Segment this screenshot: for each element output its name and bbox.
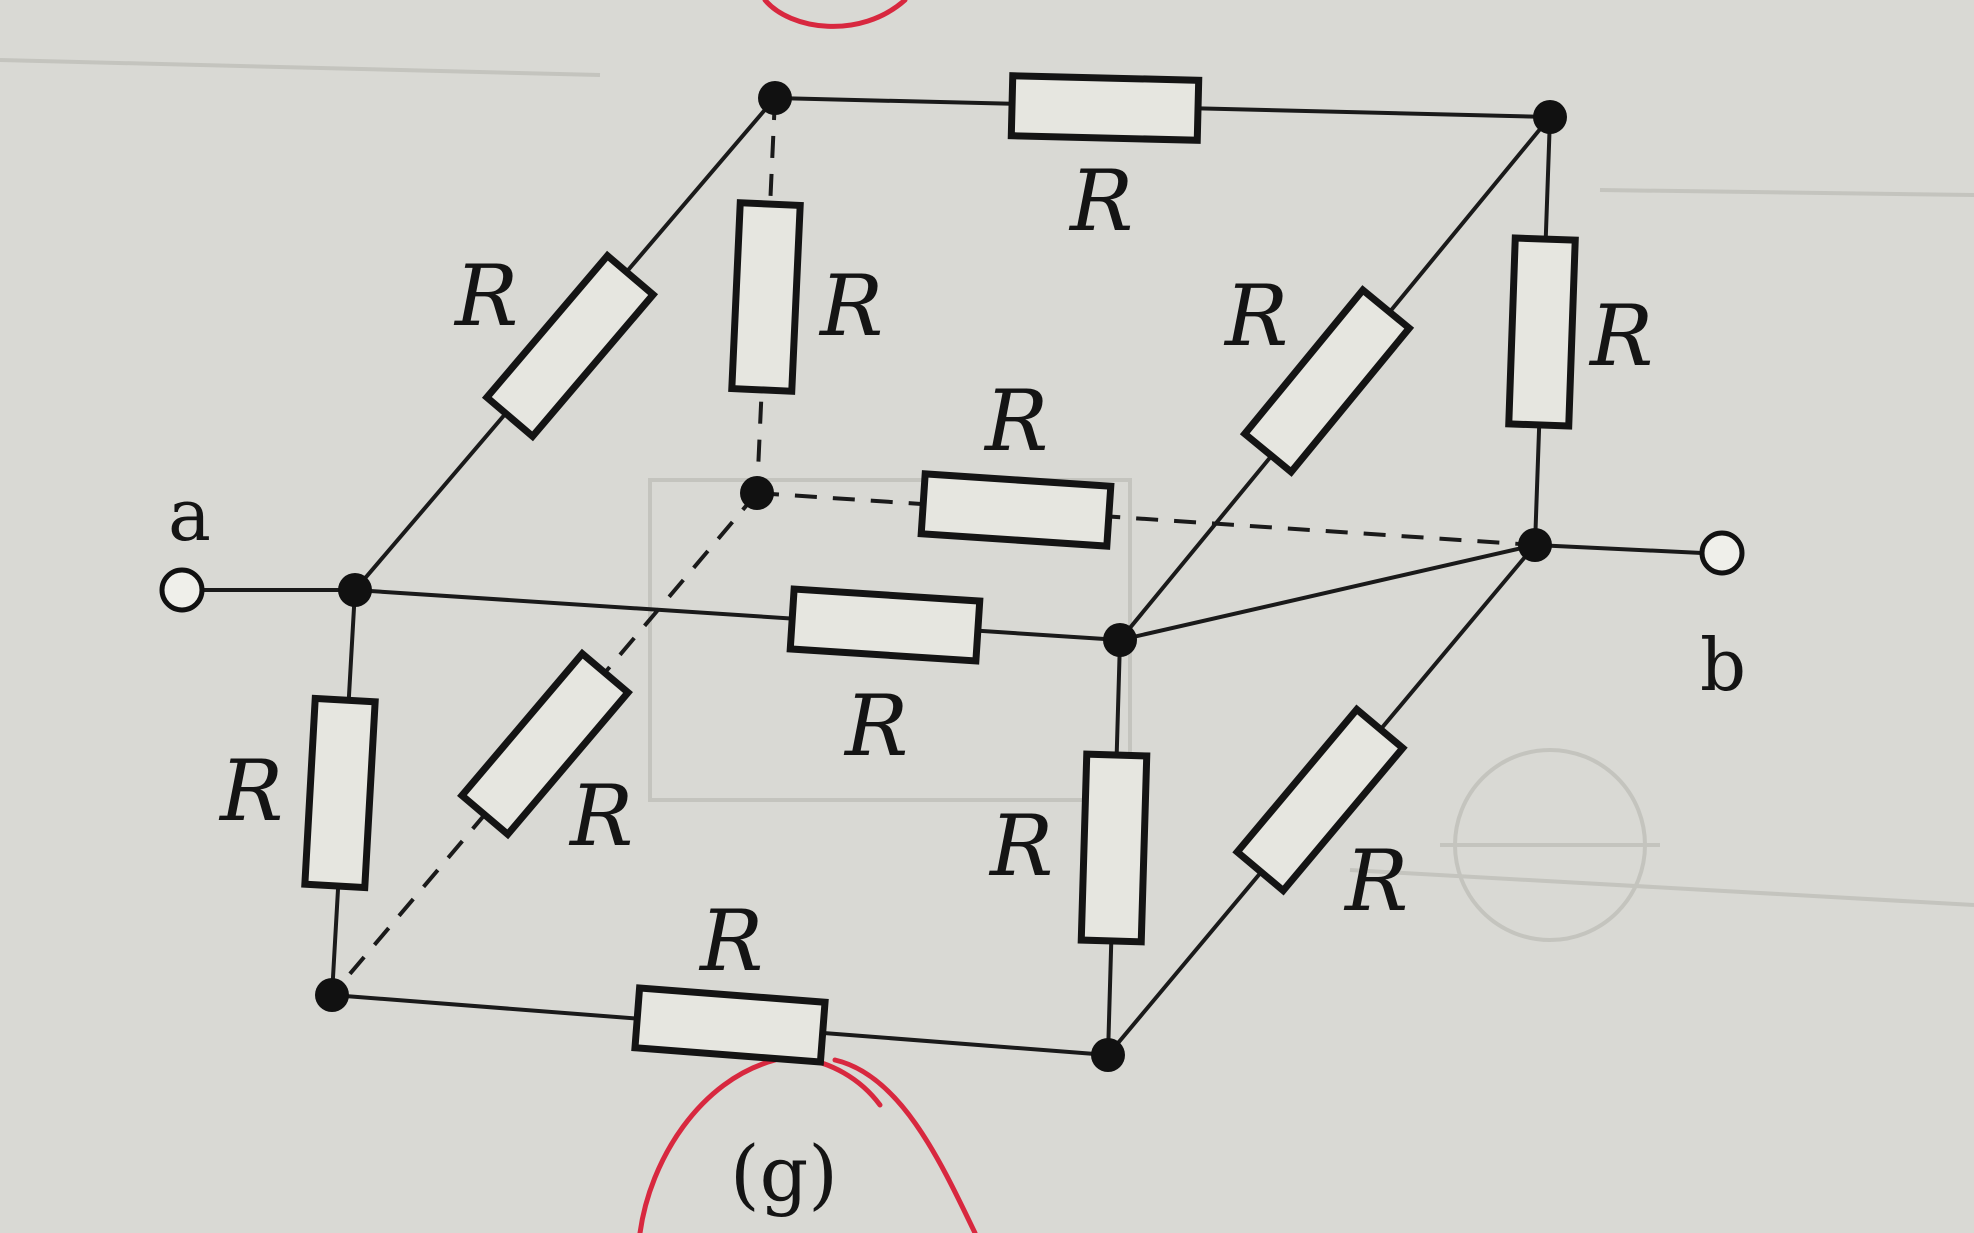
- junction-nodes: [315, 81, 1567, 1072]
- figure-caption: (g): [730, 1129, 838, 1218]
- resistor-top-back: [1007, 72, 1203, 144]
- resistor-label-front-left-vertical: R: [218, 742, 283, 840]
- resistor-label-bottom-left-diagonal: R: [568, 767, 633, 865]
- terminal-a-circle: [159, 567, 205, 613]
- resistor-front-left-vertical: [301, 694, 379, 892]
- resistor-label-top-back: R: [1068, 152, 1133, 250]
- resistor-label-bottom-right-diagonal: R: [1343, 832, 1408, 930]
- solid-wires: [180, 96, 1704, 1057]
- terminal-b-label: b: [1700, 623, 1746, 707]
- resistor-label-bottom-front: R: [698, 892, 763, 990]
- resistor-label-top-left: R: [453, 247, 518, 345]
- resistor-back-right-vertical: [1505, 234, 1579, 430]
- resistor-label-back-left-vertical: R: [818, 257, 883, 355]
- resistor-middle-back: [917, 470, 1115, 550]
- resistor-label-middle-back: R: [983, 372, 1048, 470]
- resistor-top-left: [481, 250, 659, 442]
- resistor-bottom-right-diagonal: [1232, 704, 1408, 896]
- resistor-label-middle-front: R: [843, 677, 908, 775]
- show-through-marks: [0, 58, 1974, 942]
- resistor-middle-front: [786, 585, 984, 665]
- terminal-b-circle: [1699, 530, 1745, 576]
- resistor-label-front-right-vertical: R: [988, 797, 1053, 895]
- resistor-bottom-left-diagonal: [457, 648, 633, 840]
- resistors: [301, 72, 1579, 1066]
- red-annotation-top: [762, 0, 908, 29]
- resistor-label-back-right-vertical: R: [1588, 287, 1653, 385]
- terminal-a-label: a: [168, 473, 211, 557]
- resistor-back-left-vertical: [728, 199, 804, 395]
- resistor-label-top-right: R: [1223, 267, 1288, 365]
- resistor-top-right: [1239, 285, 1415, 477]
- resistor-bottom-front: [631, 984, 829, 1066]
- resistor-front-right-vertical: [1077, 750, 1151, 946]
